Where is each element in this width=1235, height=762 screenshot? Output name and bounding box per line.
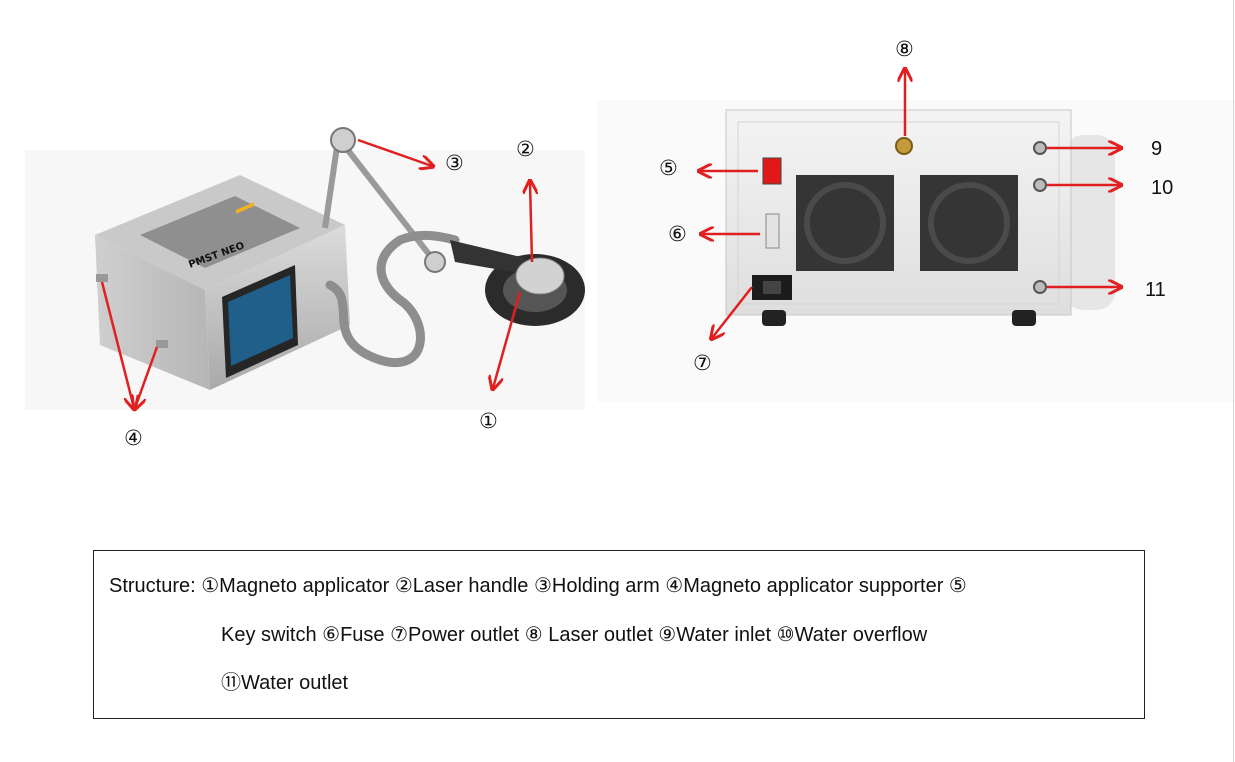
callout-3-label: ③ xyxy=(445,151,464,175)
cooling-fan-left xyxy=(796,175,894,271)
holding-arm-link xyxy=(337,138,438,264)
arm-joint-bottom xyxy=(424,251,446,273)
touchscreen-display xyxy=(228,275,293,366)
device-side xyxy=(95,235,210,390)
rear-panel-inset xyxy=(737,121,1060,305)
water-overflow-port xyxy=(1033,178,1047,192)
legend-line-1: Structure: ①Magneto applicator ②Laser ha… xyxy=(109,575,967,597)
legend-line-3: ⑪Water outlet xyxy=(221,672,349,694)
callout-9-label: 9 xyxy=(1151,138,1163,160)
arm-joint-top xyxy=(330,127,356,153)
fan-right-blades xyxy=(928,182,1010,264)
supporter-peg-1 xyxy=(96,274,108,282)
arrow-2 xyxy=(530,182,532,263)
water-outlet-port xyxy=(1033,280,1047,294)
laser-outlet-port xyxy=(895,137,913,155)
callout-arrows xyxy=(100,70,1120,408)
callout-7-label: ⑦ xyxy=(693,351,712,375)
callout-4-label: ④ xyxy=(124,426,143,450)
page-edge-divider xyxy=(1233,0,1234,762)
structure-legend-box: Structure: ①Magneto applicator ②Laser ha… xyxy=(93,550,1145,719)
callout-10-label: 10 xyxy=(1151,177,1174,199)
rear-device-illustration xyxy=(597,100,1235,402)
front-device-illustration: PMST NEO xyxy=(25,127,585,410)
foot-left xyxy=(762,310,786,326)
power-socket-pins xyxy=(763,281,781,294)
cooling-fan-right xyxy=(920,175,1018,271)
callout-5-label: ⑤ xyxy=(659,156,678,180)
holding-arm-post xyxy=(322,139,341,229)
arrow-1 xyxy=(493,291,522,388)
arrow-7 xyxy=(712,286,753,338)
arrow-3 xyxy=(357,138,432,166)
callout-2-label: ② xyxy=(516,137,535,161)
applicator-handle xyxy=(450,240,530,275)
key-switch xyxy=(762,157,782,185)
arrow-4a xyxy=(100,281,134,408)
laser-handle-cap xyxy=(515,257,565,295)
water-inlet-port xyxy=(1033,141,1047,155)
top-glass-panel xyxy=(140,196,300,268)
legend-line-2: Key switch ⑥Fuse ⑦Power outlet ⑧ Laser o… xyxy=(221,624,928,646)
arrow-4b xyxy=(135,346,159,408)
callout-6-label: ⑥ xyxy=(668,222,687,246)
fan-left-blades xyxy=(804,182,886,264)
fuse-holder xyxy=(765,213,780,249)
applicator-cable xyxy=(325,230,460,367)
callout-11-label: 11 xyxy=(1145,279,1166,301)
rear-collar xyxy=(1065,135,1115,310)
supporter-peg-2 xyxy=(156,340,168,348)
callout-8-label: ⑧ xyxy=(895,37,914,61)
screen-ui-bar xyxy=(236,202,254,214)
foot-right xyxy=(1012,310,1036,326)
structure-diagram: PMST NEO xyxy=(25,0,1235,540)
callout-1-label: ① xyxy=(479,409,498,433)
